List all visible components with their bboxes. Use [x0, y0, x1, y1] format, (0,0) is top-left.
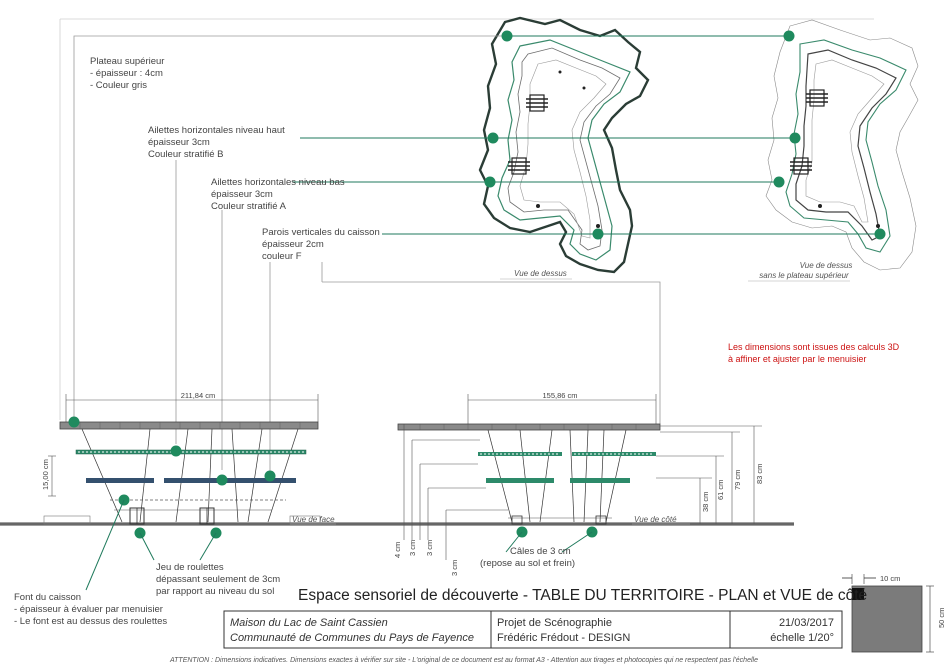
note-dimensions-2: à affiner et ajuster par le menuisier	[728, 354, 866, 364]
label-font-caisson-position: - Le font est au dessus des roulettes	[14, 616, 167, 627]
dim-h38: 38 cm	[701, 492, 710, 512]
leader-lines	[73, 30, 886, 476]
dim-h83: 83 cm	[755, 464, 764, 484]
project-name: Projet de Scénographie	[497, 617, 612, 629]
designer-name: Frédéric Frédout - DESIGN	[497, 632, 630, 644]
label-vue-cote: Vue de côté	[634, 515, 677, 524]
marker-face-plateau	[68, 416, 80, 428]
drawing-scale: échelle 1/20°	[770, 632, 834, 644]
marker-plateau-1	[501, 30, 513, 42]
marker-ailettes-bas-2	[773, 176, 785, 188]
label-parois-color: couleur F	[262, 251, 302, 262]
label-ailettes-bas-color: Couleur stratifié A	[211, 201, 287, 212]
bolt-icon	[526, 94, 548, 112]
label-ailettes-haut-color: Couleur stratifié B	[148, 149, 224, 160]
label-ailettes-haut-thickness: épaisseur 3cm	[148, 137, 210, 148]
dim-detail-height: 50 cm	[937, 608, 946, 628]
component-labels: Plateau supérieur - épaisseur : 4cm - Co…	[90, 56, 380, 262]
marker-face-bas	[216, 474, 228, 486]
label-vue-face: Vue de face	[292, 515, 335, 524]
marker-ailettes-bas-1	[484, 176, 496, 188]
bolt-icon	[806, 89, 828, 107]
label-parois: Parois verticales du caisson	[262, 227, 380, 238]
front-view: 211,84 cm	[41, 391, 321, 539]
dim-h61: 61 cm	[716, 480, 725, 500]
label-cales: Câles de 3 cm	[510, 546, 571, 557]
label-vue-dessus-2: Vue de dessus	[800, 261, 853, 270]
label-plateau-thickness: - épaisseur : 4cm	[90, 68, 163, 79]
dim-detail-width: 10 cm	[880, 574, 900, 583]
label-plateau-color: - Couleur gris	[90, 80, 147, 91]
footer-warning: ATTENTION : Dimensions indicatives. Dime…	[169, 657, 758, 664]
label-ailettes-bas-thickness: épaisseur 3cm	[211, 189, 273, 200]
marker-face-parois	[264, 470, 276, 482]
dim-3cm-a: 3 cm	[408, 540, 417, 556]
client-name: Maison du Lac de Saint Cassien	[230, 617, 388, 629]
dim-3cm-b: 3 cm	[425, 540, 434, 556]
marker-ailettes-haut-2	[789, 132, 801, 144]
label-jeu-roulettes: Jeu de roulettes	[156, 562, 224, 573]
label-font-caisson: Font du caisson	[14, 592, 81, 603]
label-cales-2: (repose au sol et frein)	[480, 558, 575, 569]
label-vue-dessus: Vue de dessus	[514, 269, 567, 278]
plan-view-top	[478, 16, 650, 274]
marker-parois-2	[874, 228, 886, 240]
client-org: Communauté de Communes du Pays de Fayenc…	[230, 632, 474, 644]
dim-h79: 79 cm	[733, 470, 742, 490]
label-jeu-roulettes-3: par rapport au niveau du sol	[156, 586, 274, 597]
detail-block: 10 cm 50 cm	[842, 574, 946, 653]
label-font-caisson-thickness: - épaisseur à évaluer par menuisier	[14, 604, 163, 615]
label-ailettes-haut: Ailettes horizontales niveau haut	[148, 125, 285, 136]
front-leaders	[85, 499, 217, 591]
note-dimensions: Les dimensions sont issues des calculs 3…	[728, 342, 900, 352]
label-ailettes-bas: Ailettes horizontales niveau bas	[211, 177, 345, 188]
label-jeu-roulettes-2: dépassant seulement de 3cm	[156, 574, 280, 585]
side-leaders	[505, 531, 593, 553]
marker-plateau-2	[783, 30, 795, 42]
drawing-title: Espace sensoriel de découverte - TABLE D…	[298, 587, 867, 604]
label-vue-dessus-2b: sans le plateau supérieur	[759, 271, 849, 280]
label-parois-thickness: épaisseur 2cm	[262, 239, 324, 250]
side-view: 155,86 cm	[393, 391, 764, 576]
label-plateau: Plateau supérieur	[90, 56, 164, 67]
dim-3cm-c: 3 cm	[450, 560, 459, 576]
dim-width-face: 211,84 cm	[181, 391, 215, 400]
sheet-frame	[59, 18, 874, 420]
plan-view-no-top	[765, 19, 919, 271]
drawing-date: 21/03/2017	[779, 617, 834, 629]
dim-width-cote: 155,86 cm	[542, 391, 577, 400]
dim-4cm: 4 cm	[393, 542, 402, 558]
title-block: Maison du Lac de Saint Cassien Communaut…	[223, 610, 843, 649]
marker-face-haut	[170, 445, 182, 457]
dim-height-face: 15,00 cm	[41, 459, 50, 490]
marker-parois-1	[592, 228, 604, 240]
marker-ailettes-haut-1	[487, 132, 499, 144]
bolt-icon	[790, 157, 812, 175]
bolt-icon	[508, 157, 530, 175]
